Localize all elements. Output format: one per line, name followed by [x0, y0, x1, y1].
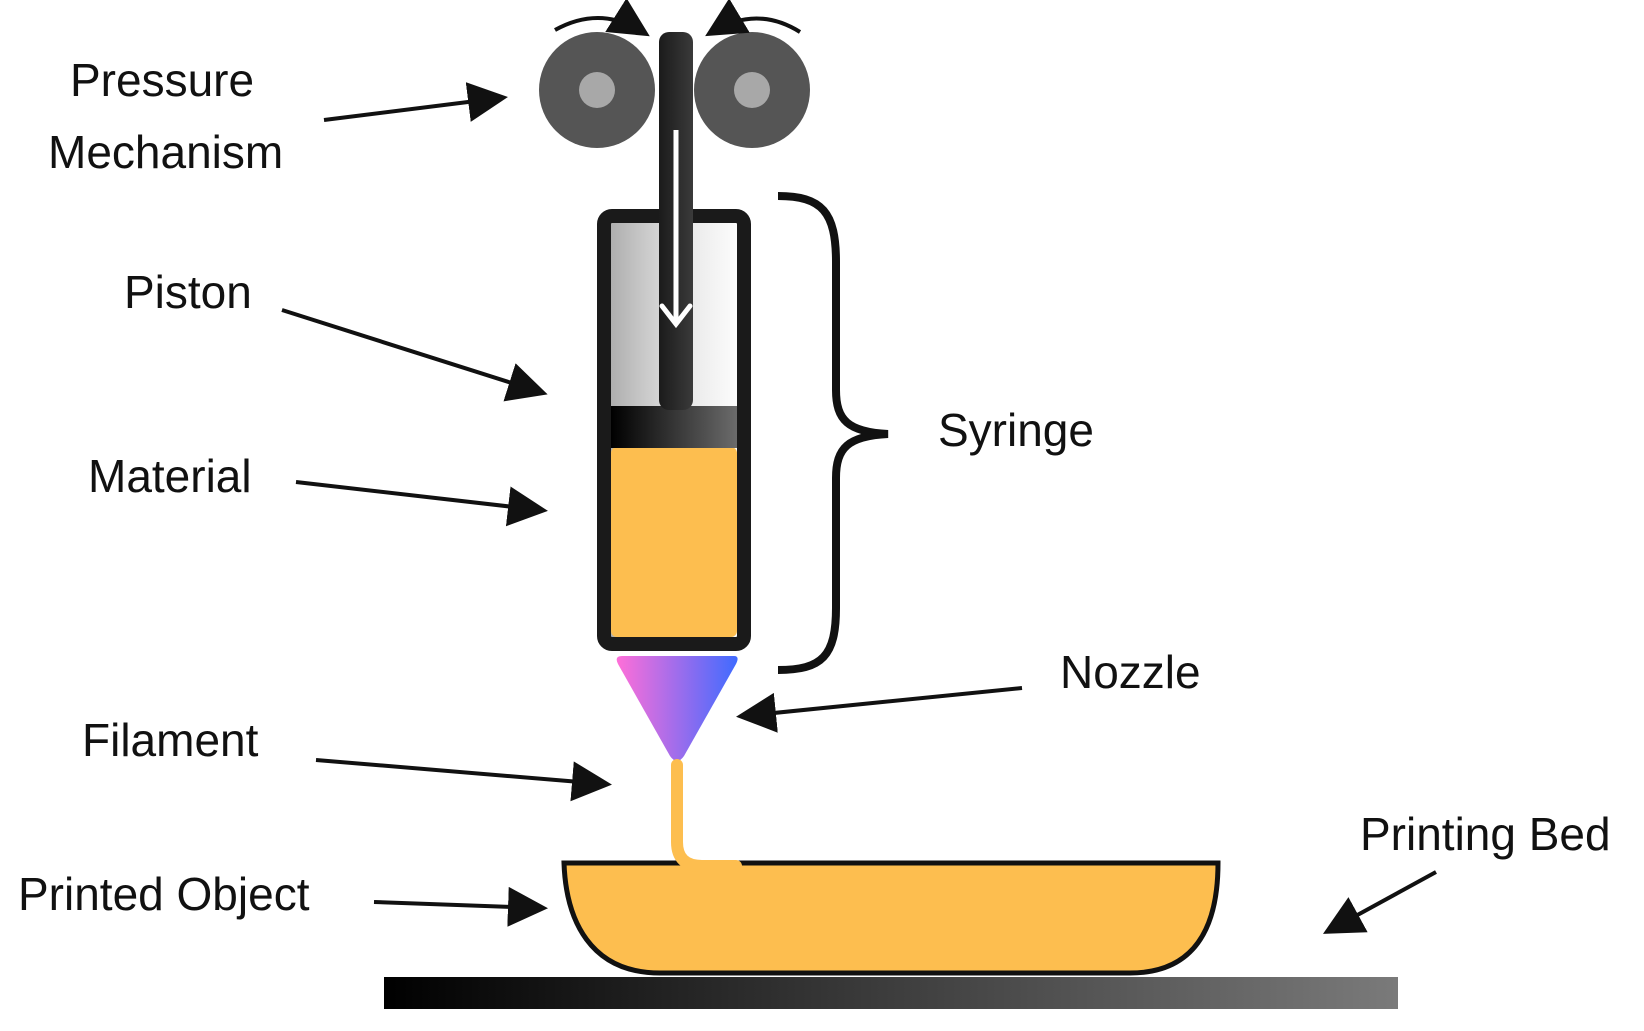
piston-head	[611, 406, 737, 448]
material-fill	[611, 447, 737, 637]
filament	[671, 759, 742, 872]
filament-arrow-icon	[315, 758, 612, 802]
label-pressure-line1: Pressure	[70, 54, 254, 106]
label-printing-bed: Printing Bed	[1360, 808, 1611, 860]
right-rotation-arrow-icon	[705, 0, 802, 37]
printed-object-arrow-icon	[373, 886, 548, 927]
callout-arrows	[281, 82, 1437, 934]
printed-object	[561, 860, 1221, 976]
label-pressure-line2: Mechanism	[48, 126, 283, 178]
push-down-arrow-icon	[659, 130, 693, 329]
label-material: Material	[88, 450, 252, 502]
syringe-brace	[777, 192, 889, 674]
nozzle	[616, 656, 738, 761]
printing-bed	[384, 977, 1398, 1009]
piston-arrow-icon	[281, 308, 548, 402]
pressure-arrow-icon	[323, 82, 508, 122]
label-filament: Filament	[82, 714, 259, 766]
label-syringe: Syringe	[938, 404, 1094, 456]
left-rotation-arrow-icon	[554, 0, 650, 37]
label-printed-object: Printed Object	[18, 868, 310, 920]
right-roller-hub	[734, 72, 770, 108]
left-roller-hub	[579, 72, 615, 108]
label-piston: Piston	[124, 266, 252, 318]
nozzle-arrow-icon	[736, 686, 1023, 733]
label-nozzle: Nozzle	[1060, 646, 1201, 698]
material-arrow-icon	[295, 480, 548, 527]
pressure-mechanism	[539, 0, 810, 148]
printing-bed-arrow-icon	[1322, 870, 1437, 934]
